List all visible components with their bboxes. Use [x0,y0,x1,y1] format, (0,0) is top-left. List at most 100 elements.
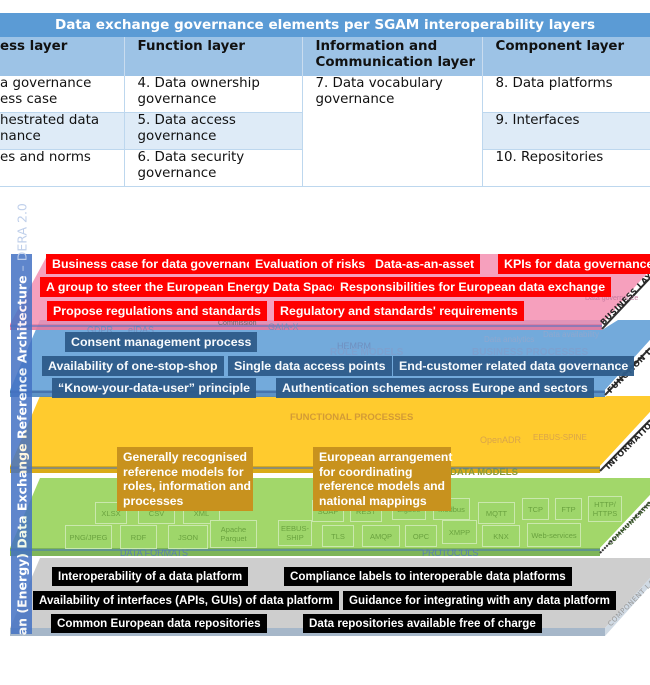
cell-business: es and norms [0,149,125,187]
bg-text: FUNCTIONAL PROCESSES [290,412,414,423]
cell-component: 8. Data platforms [482,76,650,113]
bg-cube: KNX [482,525,520,547]
business-item: Data-as-an-asset [369,254,481,274]
bg-text: GAIA-X [268,322,299,332]
item-line: European arrangement [319,450,453,464]
bg-text: EEBUS-SPINE [533,433,587,442]
cell-text: a governance [0,76,92,91]
cell-text: 8. Data platforms [495,76,613,91]
bg-text: OpenADR [480,435,522,445]
function-item: Authentication schemes across Europe and… [276,378,594,398]
bg-cube: JSON [168,525,208,549]
bg-cube: XMPP [442,520,477,544]
information-item: Generally recognised reference models fo… [117,447,253,511]
cell-text: hestrated data [0,113,100,128]
component-item: Common European data repositories [51,614,267,633]
item-line: for coordinating [319,464,413,479]
cell-text: ess case [0,92,58,107]
dera-layer-diagram: European (Energy) Data Exchange Referenc… [0,203,650,685]
bg-text: Data availability [543,330,600,339]
item-line: roles, information and [123,479,251,493]
function-item: Availability of one-stop-shop [42,356,224,376]
cell-text: es and norms [0,150,91,165]
bg-cube: Web-services [527,523,581,547]
item-line: reference models and [319,479,445,493]
business-item: Business case for data governance [46,254,266,274]
bg-cube: PNG/JPEG [65,525,112,549]
bg-text: DATA MODELS [450,467,518,478]
header-function-layer: Function layer [124,37,303,76]
bg-cube: RDF [120,525,157,549]
vertical-label-text: European (Energy) Data Exchange Referenc… [14,275,29,685]
bg-text: eIDAS [128,325,155,335]
cell-text: 10. Repositories [495,150,604,165]
vertical-label-suffix: – DERA 2.0 [14,203,29,276]
bg-cube: OPC [405,525,437,547]
item-line: national mappings [319,493,427,508]
component-item: Interoperability of a data platform [52,567,249,586]
header-text: Communication layer [315,55,476,70]
bg-text: ROLE MODELS [330,347,404,358]
bg-cube: EEBUS-SHIP [278,520,312,546]
item-line: processes [123,493,184,508]
vertical-architecture-label: European (Energy) Data Exchange Referenc… [11,203,32,685]
cell-text: governance [137,92,217,107]
cell-text: 6. Data security [137,150,245,165]
cell-text: nance [0,129,41,144]
component-item: Data repositories available free of char… [303,614,542,633]
cell-text: governance [137,166,217,181]
bg-text: HEMRM [337,341,371,351]
function-item: Single data access points [228,356,392,376]
bg-cube: TCP [522,498,549,520]
bg-text: BUSINESS PROCESSES [472,347,589,358]
cell-text: 7. Data vocabulary [315,76,443,91]
header-text: ess layer [0,39,68,54]
bg-text: Data governance [585,295,639,302]
business-item: Propose regulations and standards [47,301,267,321]
header-text: Information and [315,39,438,54]
bg-cube: AMQP [362,525,400,547]
governance-elements-table: Data exchange governance elements per SG… [0,13,650,187]
cell-text: governance [315,92,395,107]
cell-component: 10. Repositories [482,149,650,187]
component-item: Availability of interfaces (APIs, GUIs) … [33,591,339,610]
function-item: End-customer related data governance [393,356,635,376]
bg-text: PROTOCOLS [422,548,479,558]
bg-cube: HTTP/ HTTPS [588,496,622,522]
business-item: A group to steer the European Energy Dat… [40,277,346,297]
bg-cube: FTP [555,498,582,520]
item-line: Generally recognised [123,450,247,464]
bg-cube: MQTT [478,502,515,524]
function-item: “Know-your-data-user” principle [52,378,257,398]
table-title: Data exchange governance elements per SG… [0,13,650,37]
cell-text: 4. Data ownership [137,76,260,91]
business-item: Responsibilities for European data excha… [334,277,612,297]
cell-text: 5. Data access [137,113,236,128]
cell-text: 9. Interfaces [495,113,580,128]
bg-text: DATA FORMATS [120,548,189,558]
business-item: KPIs for data governance [498,254,650,274]
business-item: Regulatory and standards' requirements [274,301,524,321]
header-text: Component layer [495,39,625,54]
business-item: Evaluation of risks [249,254,372,274]
function-item: Consent management process [65,332,258,352]
cell-component: 9. Interfaces [482,112,650,150]
item-line: reference models for [123,464,244,479]
information-item: European arrangement for coordinating re… [313,447,453,511]
component-item: Compliance labels to interoperable data … [284,567,572,586]
bg-text: Commission [218,320,257,327]
header-text: Function layer [137,39,246,54]
bg-cube: TLS [322,525,354,547]
header-business-layer: ess layer [0,37,125,76]
header-component-layer: Component layer [482,37,650,76]
